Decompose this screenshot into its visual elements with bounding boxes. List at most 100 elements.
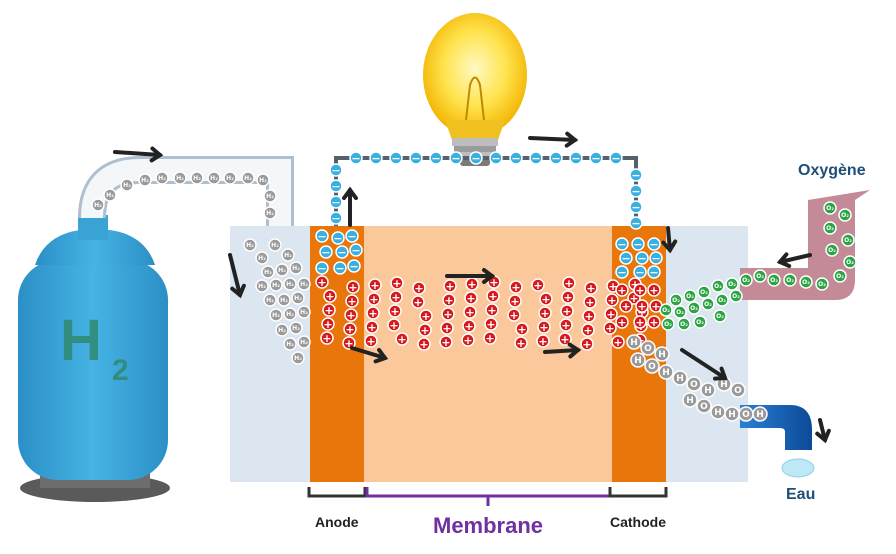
proton: +: [388, 304, 402, 318]
flow-arrow: [228, 253, 242, 297]
proton: +: [537, 320, 551, 334]
water-atom: H: [752, 406, 768, 422]
electron: −: [633, 265, 647, 279]
svg-text:+: +: [389, 319, 398, 332]
electron: −: [331, 231, 345, 245]
water-atom: H: [630, 352, 646, 368]
svg-text:−: −: [471, 152, 480, 165]
electron: −: [609, 151, 623, 165]
proton: +: [461, 333, 475, 347]
electron: −: [349, 243, 363, 257]
proton: +: [486, 289, 500, 303]
hydrogen-molecule: H₂: [281, 248, 295, 262]
svg-text:−: −: [637, 252, 646, 265]
svg-text:+: +: [489, 276, 498, 289]
svg-text:O₂: O₂: [686, 293, 694, 300]
svg-text:+: +: [317, 276, 326, 289]
proton: +: [633, 315, 647, 329]
svg-text:−: −: [331, 164, 340, 177]
flow-arrow: [528, 136, 577, 142]
svg-text:O₂: O₂: [786, 277, 794, 284]
water-atom: O: [640, 340, 656, 356]
svg-text:+: +: [487, 304, 496, 317]
svg-text:+: +: [539, 321, 548, 334]
tank-label: H: [60, 308, 102, 373]
flow-arrowhead: [564, 131, 579, 148]
svg-text:H₂: H₂: [300, 281, 308, 288]
oxygen-molecule: O₂: [843, 255, 857, 269]
svg-text:O₂: O₂: [802, 279, 810, 286]
hydrogen-molecule: H₂: [243, 238, 257, 252]
flow-arrowhead: [373, 347, 389, 364]
electron: −: [335, 245, 349, 259]
flow-arrowhead: [713, 366, 728, 381]
svg-text:+: +: [463, 334, 472, 347]
svg-text:H: H: [634, 356, 642, 366]
hydrogen-molecule: H₂: [241, 171, 255, 185]
electron: −: [569, 151, 583, 165]
hydrogen-molecule: H₂: [138, 173, 152, 187]
svg-text:+: +: [348, 281, 357, 294]
electron: −: [631, 237, 645, 251]
proton: +: [389, 290, 403, 304]
external-circuit-wire: [334, 156, 638, 226]
svg-text:−: −: [331, 180, 340, 193]
svg-text:+: +: [540, 307, 549, 320]
proton: +: [344, 308, 358, 322]
svg-text:+: +: [649, 284, 658, 297]
svg-text:O₂: O₂: [662, 307, 670, 314]
svg-text:H₂: H₂: [300, 339, 308, 346]
hydrogen-molecule: H₂: [190, 171, 204, 185]
svg-text:−: −: [317, 262, 326, 275]
proton: +: [633, 283, 647, 297]
flow-arrowhead: [149, 146, 164, 163]
electron: −: [409, 151, 423, 165]
water-atom: O: [686, 376, 702, 392]
proton: +: [580, 337, 594, 351]
proton: +: [465, 277, 479, 291]
cathode-label: Cathode: [610, 514, 666, 530]
svg-text:+: +: [563, 291, 572, 304]
proton: +: [603, 321, 617, 335]
proton: +: [343, 322, 357, 336]
svg-text:+: +: [445, 280, 454, 293]
svg-text:+: +: [420, 324, 429, 337]
svg-text:−: −: [491, 152, 500, 165]
proton: +: [463, 305, 477, 319]
svg-text:+: +: [651, 300, 660, 313]
proton: +: [509, 280, 523, 294]
svg-text:O₂: O₂: [716, 313, 724, 320]
electron: −: [315, 261, 329, 275]
svg-text:+: +: [391, 291, 400, 304]
proton: +: [387, 318, 401, 332]
svg-text:H₂: H₂: [278, 327, 286, 334]
svg-text:−: −: [591, 152, 600, 165]
oxygen-molecule: O₂: [683, 289, 697, 303]
proton: +: [440, 321, 454, 335]
svg-text:H₂: H₂: [272, 282, 280, 289]
water-atom: H: [682, 392, 698, 408]
proton: +: [395, 332, 409, 346]
proton: +: [615, 315, 629, 329]
water-atom: H: [658, 364, 674, 380]
proton: +: [584, 281, 598, 295]
electron: −: [469, 151, 483, 165]
svg-text:+: +: [585, 296, 594, 309]
oxygen-molecule: O₂: [697, 285, 711, 299]
proton: +: [619, 299, 633, 313]
proton: +: [484, 317, 498, 331]
svg-text:−: −: [635, 266, 644, 279]
electron: −: [449, 151, 463, 165]
water-label: Eau: [786, 486, 816, 503]
proton: +: [558, 332, 572, 346]
svg-text:H: H: [756, 410, 764, 420]
hydrogen-molecule: H₂: [268, 238, 282, 252]
electron: −: [429, 151, 443, 165]
svg-text:−: −: [451, 152, 460, 165]
flow-arrowhead: [230, 283, 246, 299]
oxygen-molecule: O₂: [725, 277, 739, 291]
hydrogen-molecule: H₂: [256, 173, 270, 187]
svg-text:+: +: [560, 333, 569, 346]
flow-arrowhead: [815, 428, 831, 444]
